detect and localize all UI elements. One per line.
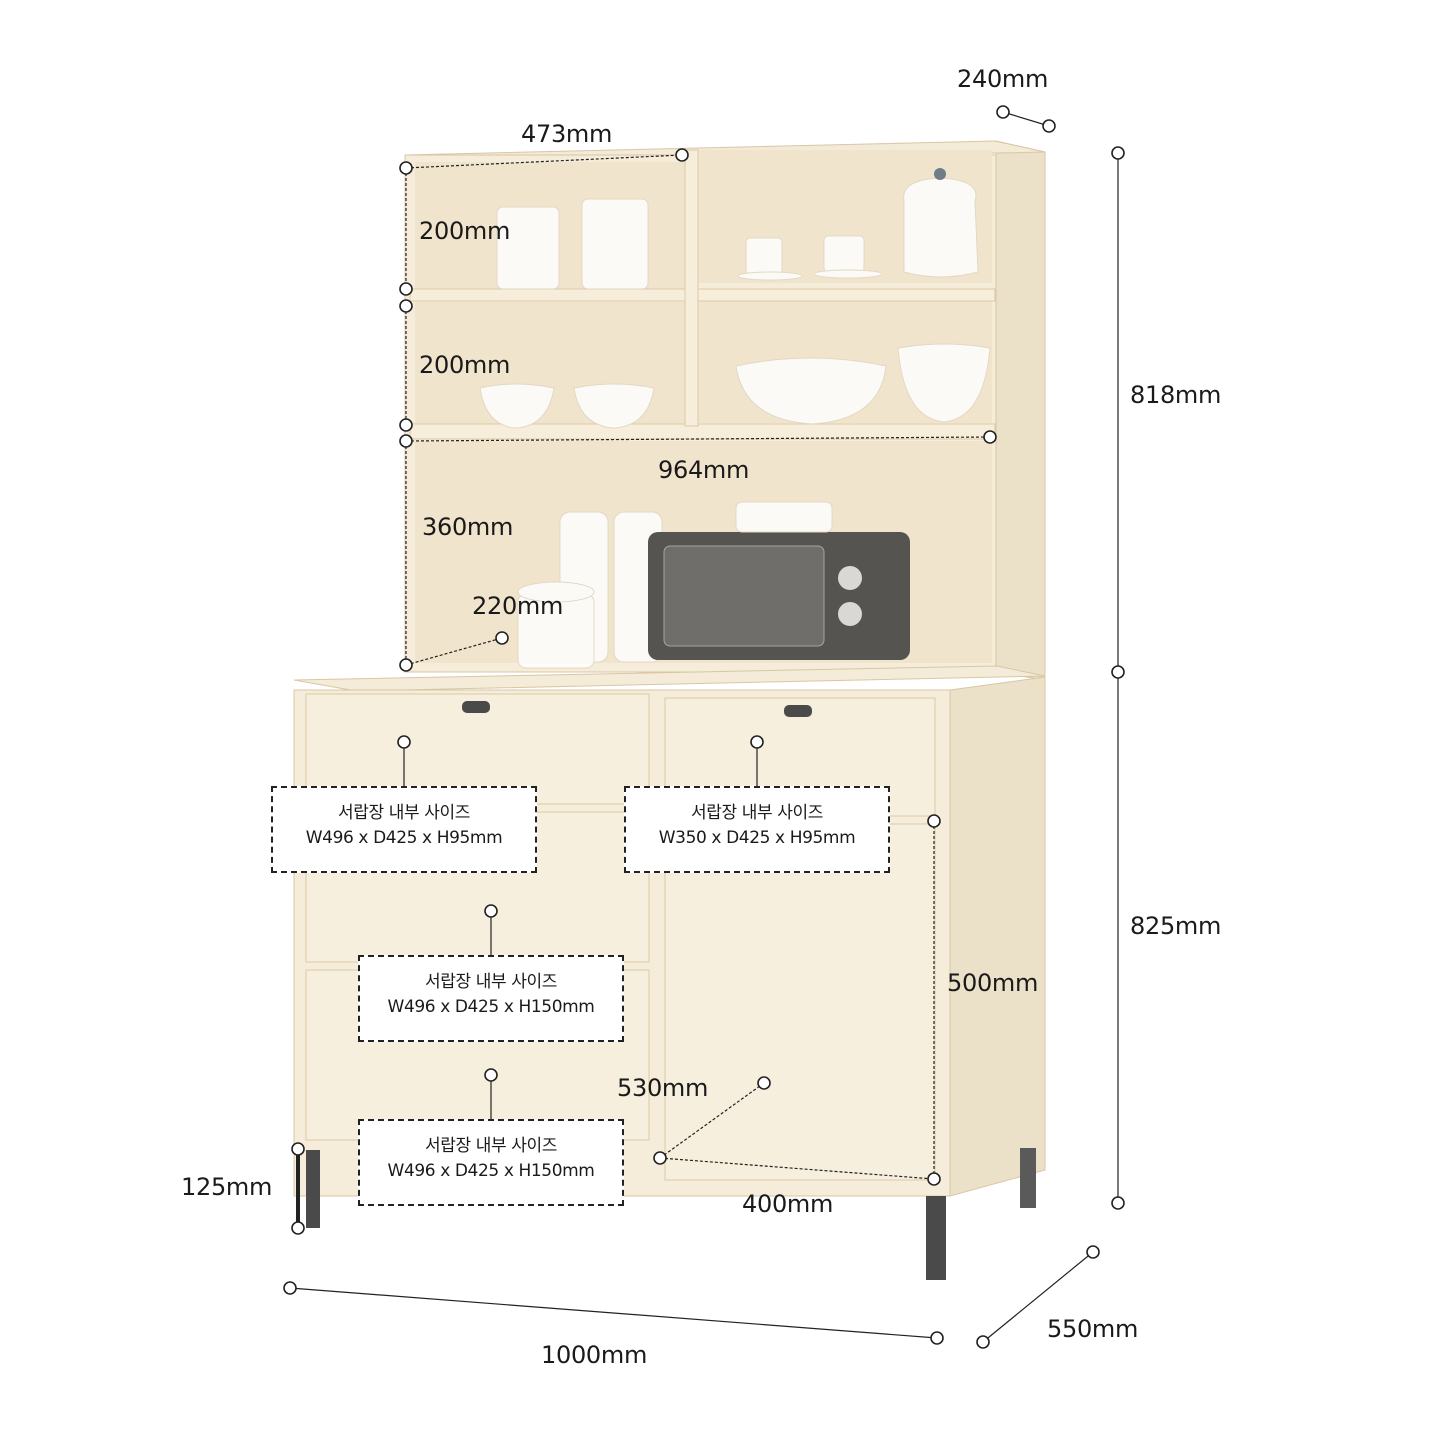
- endpoint: [927, 1172, 941, 1186]
- endpoint: [996, 105, 1010, 119]
- toaster-knob-1: [838, 566, 862, 590]
- bowl-stack-2: [897, 343, 991, 423]
- dimension-endpoints: [283, 105, 1125, 1349]
- endpoint: [930, 1331, 944, 1345]
- callout-drawer-bottom: 서랍장 내부 사이즈 W496 x D425 x H150mm: [358, 1119, 624, 1206]
- leg-front-right: [926, 1196, 946, 1280]
- callout-drawer-top-left: 서랍장 내부 사이즈 W496 x D425 x H95mm: [271, 786, 537, 873]
- toaster-knob-2: [838, 602, 862, 626]
- endpoint: [1111, 1196, 1125, 1210]
- callout-size: W496 x D425 x H150mm: [387, 1161, 595, 1181]
- bowl-stack: [735, 357, 887, 425]
- teapot-lid-knob: [934, 168, 946, 180]
- hutch-side-panel: [995, 140, 1046, 681]
- endpoint: [291, 1221, 305, 1235]
- endpoint: [1111, 146, 1125, 160]
- label-total-depth: 550mm: [1047, 1315, 1139, 1343]
- label-shelf-height-2: 200mm: [419, 351, 511, 379]
- callout-title: 서랍장 내부 사이즈: [338, 803, 470, 823]
- pan: [735, 501, 833, 533]
- canister-1: [496, 206, 560, 290]
- label-lower-height: 825mm: [1130, 912, 1222, 940]
- label-inner-width: 964mm: [658, 456, 750, 484]
- label-upper-height: 818mm: [1130, 381, 1222, 409]
- label-depth-top: 240mm: [957, 65, 1049, 93]
- dim-line-530: [659, 1082, 765, 1159]
- dim-line-550: [982, 1251, 1094, 1343]
- countertop: [293, 665, 1046, 692]
- label-door-height: 500mm: [947, 969, 1039, 997]
- shelf-1: [409, 288, 996, 302]
- dim-line-473: [405, 154, 683, 169]
- endpoint: [399, 282, 413, 296]
- saucer-1: [737, 271, 803, 281]
- endpoint: [653, 1151, 667, 1165]
- endpoint: [1086, 1245, 1100, 1259]
- callout-size: W496 x D425 x H150mm: [387, 997, 595, 1017]
- endpoint: [399, 299, 413, 313]
- endpoint: [484, 1068, 498, 1082]
- callout-title: 서랍장 내부 사이즈: [691, 803, 823, 823]
- saucer-2: [813, 269, 883, 279]
- dim-line-220: [405, 637, 503, 666]
- small-bowl-1: [479, 383, 555, 429]
- label-door-width: 400mm: [742, 1190, 834, 1218]
- cabinet-side: [949, 676, 1046, 1197]
- endpoint: [750, 735, 764, 749]
- endpoint: [291, 1142, 305, 1156]
- cup-1: [745, 237, 783, 275]
- label-shelf-width: 473mm: [521, 120, 613, 148]
- handle-left: [462, 701, 490, 713]
- endpoint: [283, 1281, 297, 1295]
- endpoint: [757, 1076, 771, 1090]
- endpoint: [484, 904, 498, 918]
- endpoint: [397, 735, 411, 749]
- jar-lid: [517, 581, 595, 603]
- endpoint: [675, 148, 689, 162]
- decor-items: [479, 168, 991, 669]
- dim-line-240: [1002, 111, 1050, 127]
- endpoint: [927, 814, 941, 828]
- shelf-2: [409, 423, 996, 440]
- endpoint: [1111, 665, 1125, 679]
- endpoint: [495, 631, 509, 645]
- endpoint: [976, 1335, 990, 1349]
- endpoint: [399, 418, 413, 432]
- handle-right: [784, 705, 812, 717]
- small-bowl-2: [573, 383, 655, 429]
- dim-line-400: [659, 1157, 935, 1180]
- callout-size: W350 x D425 x H95mm: [658, 828, 856, 848]
- callout-title: 서랍장 내부 사이즈: [425, 972, 557, 992]
- label-door-diagonal: 530mm: [617, 1074, 709, 1102]
- callout-size: W496 x D425 x H95mm: [305, 828, 503, 848]
- dim-line-1000: [289, 1287, 938, 1339]
- leg-back-right: [1020, 1148, 1036, 1208]
- leg-front-left: [306, 1150, 320, 1228]
- endpoint: [399, 434, 413, 448]
- center-divider: [684, 149, 699, 427]
- callout-title: 서랍장 내부 사이즈: [425, 1136, 557, 1156]
- teapot: [903, 177, 979, 278]
- endpoint: [399, 658, 413, 672]
- toaster-window: [663, 545, 825, 647]
- label-shelf-height-1: 200mm: [419, 217, 511, 245]
- callout-drawer-top-right: 서랍장 내부 사이즈 W350 x D425 x H95mm: [624, 786, 890, 873]
- callout-drawer-middle: 서랍장 내부 사이즈 W496 x D425 x H150mm: [358, 955, 624, 1042]
- door-right: [664, 823, 936, 1181]
- cup-2: [823, 235, 865, 273]
- endpoint: [983, 430, 997, 444]
- label-leg-height: 125mm: [181, 1173, 273, 1201]
- endpoint: [399, 161, 413, 175]
- label-shelf-depth: 220mm: [472, 592, 564, 620]
- label-open-height: 360mm: [422, 513, 514, 541]
- canister-2: [581, 198, 649, 290]
- dimension-lines: [289, 111, 1119, 1343]
- endpoint: [1042, 119, 1056, 133]
- label-total-width: 1000mm: [541, 1341, 648, 1369]
- dim-line-964: [405, 436, 991, 442]
